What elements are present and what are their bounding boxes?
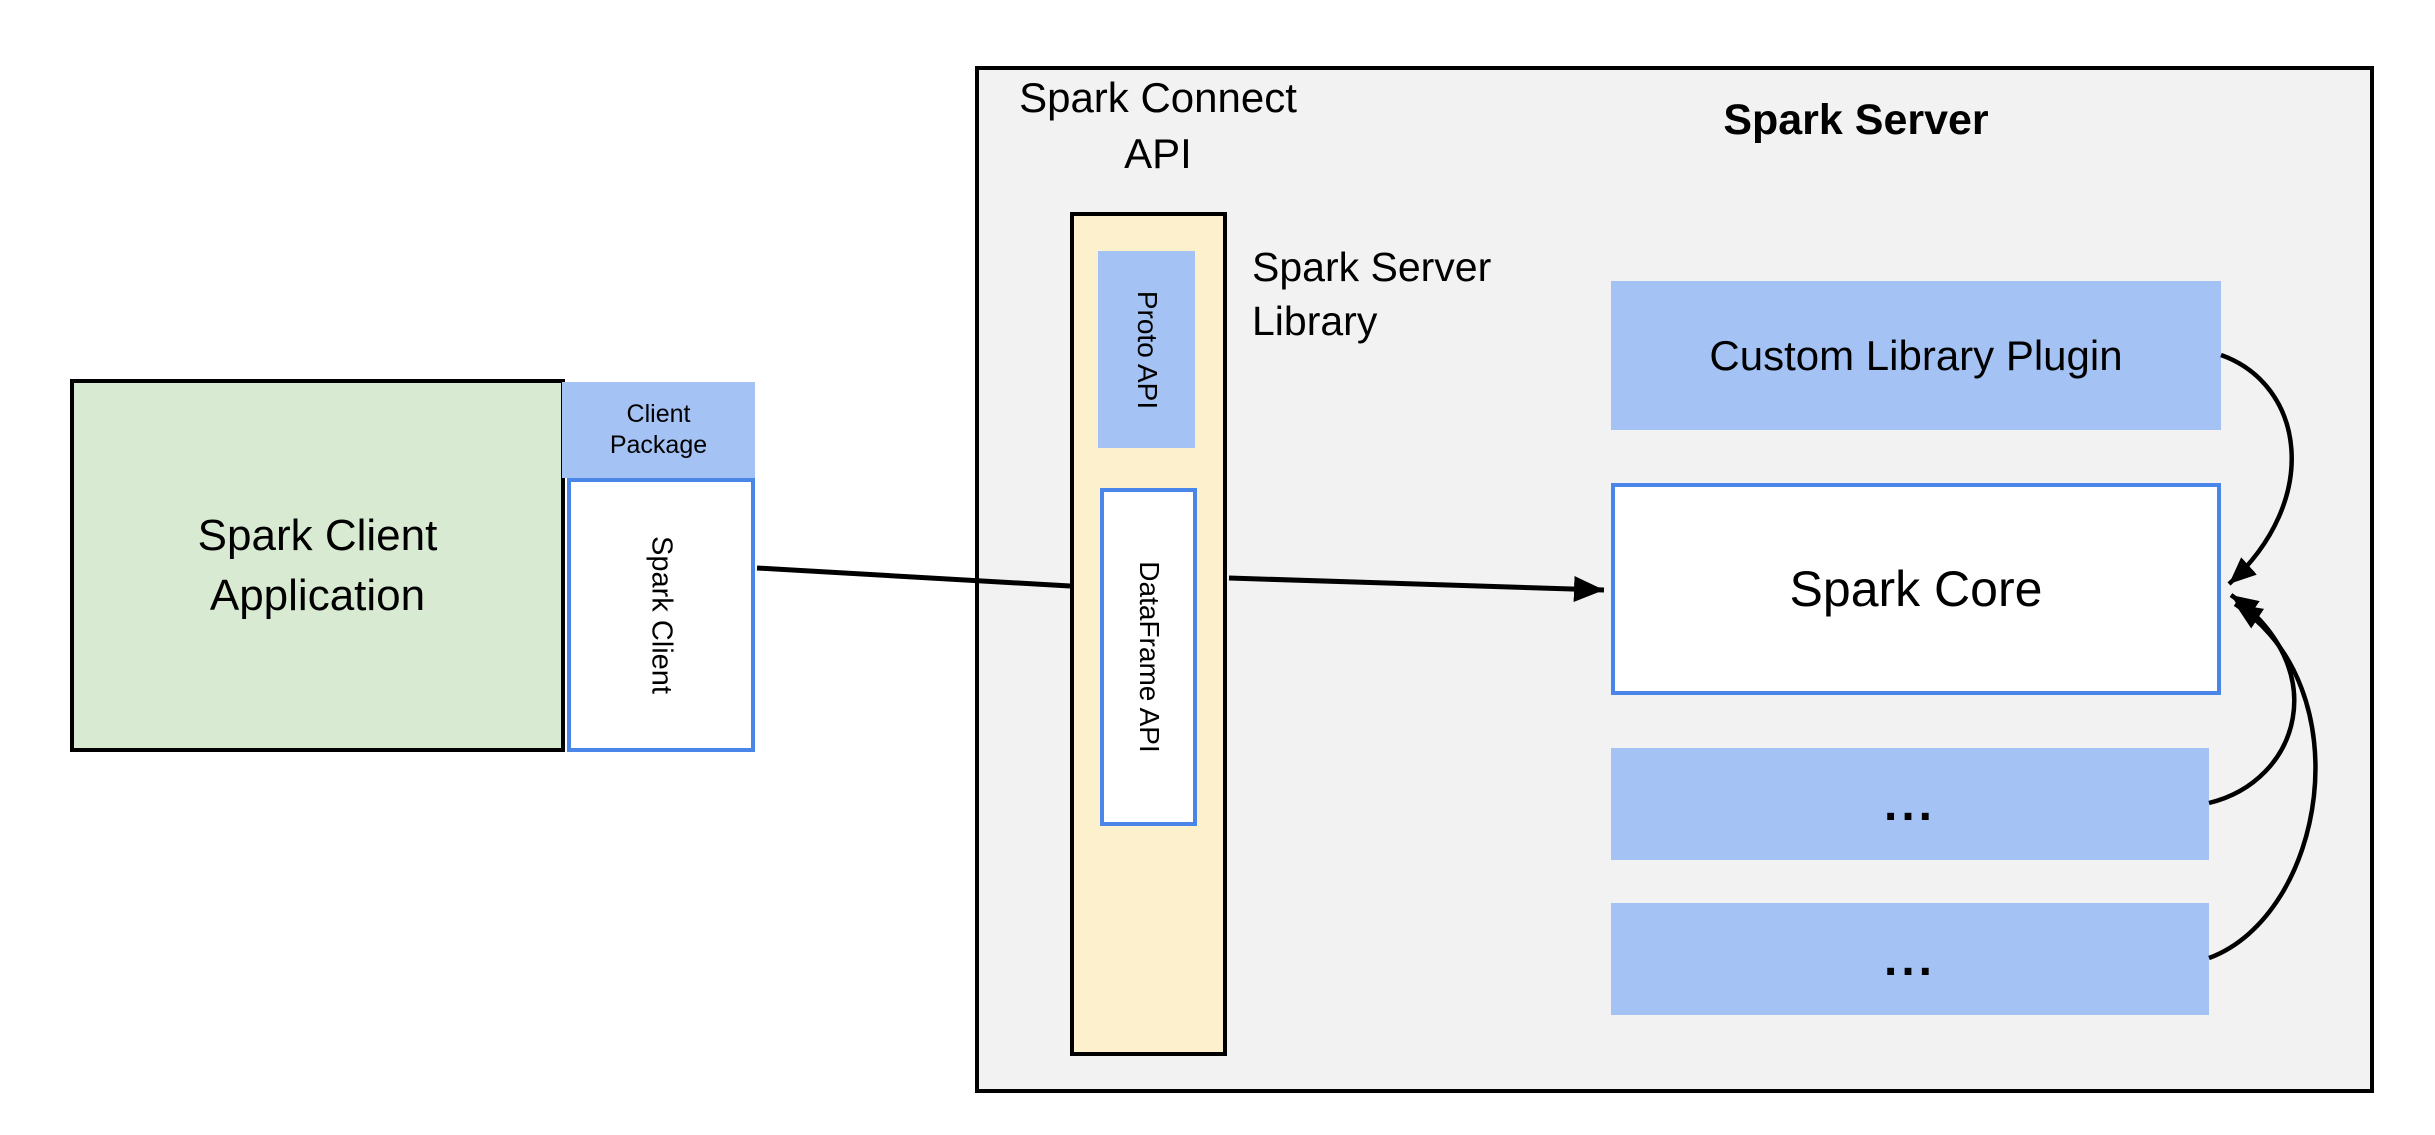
spark-server-library-label-line1: Spark Server	[1252, 244, 1492, 290]
spark-server-library-label-line2: Library	[1252, 298, 1378, 344]
client-package-box: Client Package	[562, 382, 755, 478]
spark-connect-api-title: Spark Connect API	[958, 70, 1358, 182]
client-package-label-line1: Client	[626, 400, 691, 428]
spark-client-application-box: Spark Client Application	[70, 379, 565, 752]
plugin-slot-1-box: ...	[1611, 748, 2209, 860]
spark-connect-api-title-line1: Spark Connect	[1019, 74, 1297, 121]
spark-client-box: Spark Client	[567, 478, 755, 752]
dataframe-api-box: DataFrame API	[1100, 488, 1197, 826]
plugin-slot-2-box: ...	[1611, 903, 2209, 1015]
client-package-label-line2: Package	[609, 431, 708, 459]
custom-library-plugin-box: Custom Library Plugin	[1611, 281, 2221, 430]
proto-api-label: Proto API	[1131, 290, 1163, 409]
spark-client-label: Spark Client	[645, 536, 678, 694]
spark-server-library-label: Spark Server Library	[1252, 240, 1672, 348]
proto-api-box: Proto API	[1098, 251, 1195, 448]
spark-connect-api-title-line2: API	[1124, 130, 1192, 177]
spark-core-box: Spark Core	[1611, 483, 2221, 695]
spark-client-application-label-line1: Spark Client	[197, 510, 438, 560]
spark-client-application-label-line2: Application	[209, 570, 426, 620]
dataframe-api-label: DataFrame API	[1133, 561, 1165, 753]
spark-server-title: Spark Server	[1723, 96, 1989, 144]
